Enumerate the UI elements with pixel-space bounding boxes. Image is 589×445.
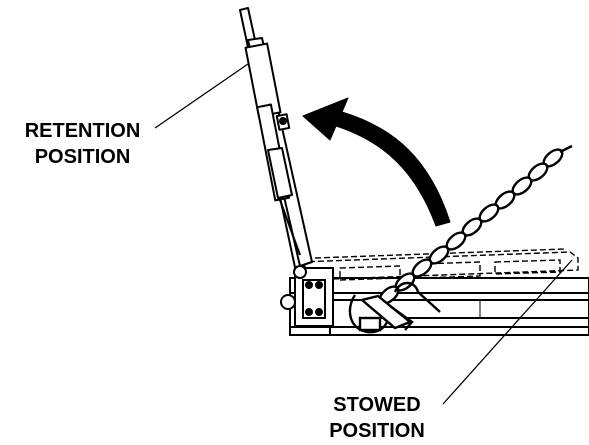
retention-label-line1: RETENTION <box>24 120 141 142</box>
retention-label-line2: POSITION <box>34 146 131 168</box>
raised-plate <box>239 7 313 273</box>
stowed-label-line1: STOWED <box>333 394 421 416</box>
base-rail <box>289 277 589 336</box>
retention-leader <box>154 63 249 129</box>
curved-rotation-arrow <box>302 97 451 227</box>
leader-lines <box>154 63 573 405</box>
chain-hook <box>348 281 441 334</box>
stowed-leader <box>442 259 573 405</box>
hinge-block <box>280 265 334 327</box>
retention-position-label: RETENTION POSITION <box>0 118 165 170</box>
lashing-chain <box>378 144 573 305</box>
stowed-label-line2: POSITION <box>329 420 425 442</box>
stowed-position-label: STOWED POSITION <box>302 392 452 444</box>
